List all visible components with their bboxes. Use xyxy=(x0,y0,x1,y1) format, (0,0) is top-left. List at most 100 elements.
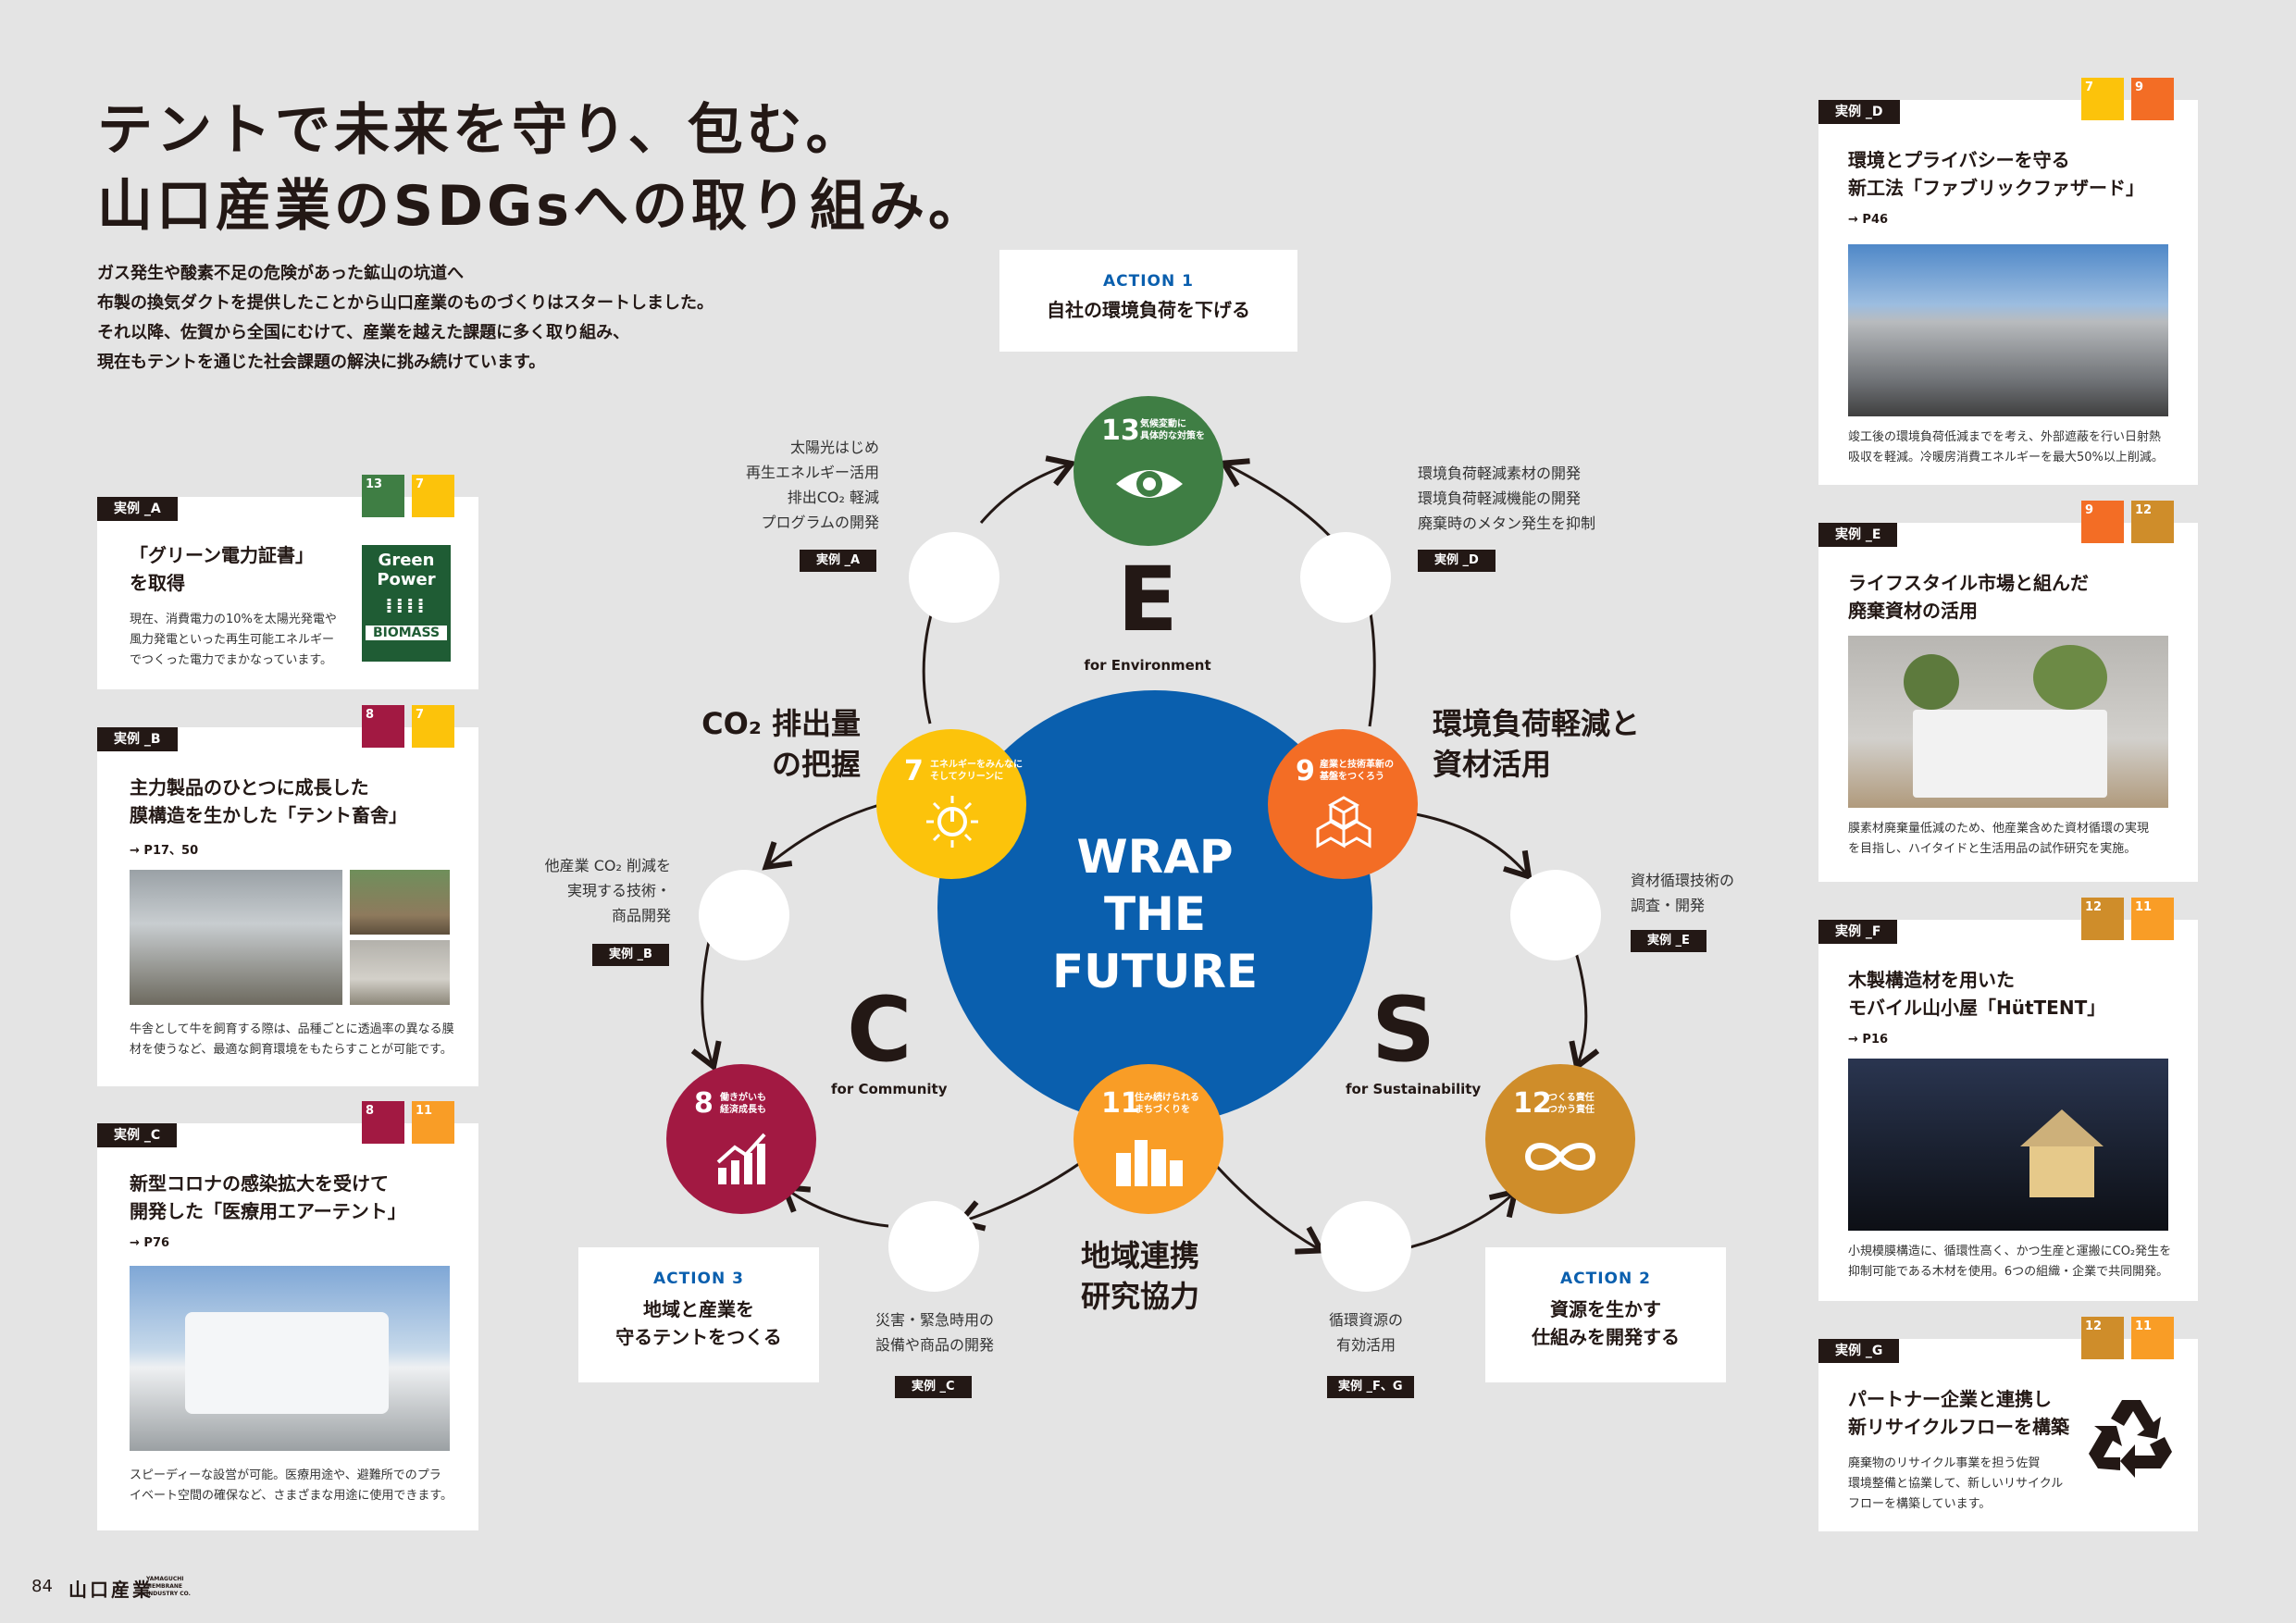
footer-company: 山口産業 xyxy=(68,1579,154,1601)
air-tent-photo xyxy=(130,1266,450,1451)
action-3-box: ACTION 3 地域と産業を 守るテントをつくる xyxy=(578,1247,819,1382)
recycled-bags-photo xyxy=(1848,636,2168,808)
case-tag: 実例 _D xyxy=(1818,100,1900,124)
case-page-ref: → P17、50 xyxy=(130,844,199,858)
case-title: パートナー企業と連携し新リサイクルフローを構築 xyxy=(1848,1388,2069,1438)
sdg-12-circle: 12 つくる責任つかう責任 xyxy=(1485,1064,1635,1214)
node-d xyxy=(1300,532,1391,623)
case-desc: スピーディーな設営が可能。医療用途や、避難所でのプライベート空間の確保など、さま… xyxy=(130,1468,453,1503)
node-e xyxy=(1510,870,1601,960)
label-a: 太陽光はじめ再生エネルギー活用排出CO₂ 軽減プログラムの開発 xyxy=(745,439,879,531)
barn-exterior-photo xyxy=(350,870,450,935)
growth-chart-icon xyxy=(716,1133,766,1184)
theme-environment: 環境負荷軽減と資材活用 xyxy=(1433,706,1641,782)
pill-case-b[interactable]: 実例 _B xyxy=(592,944,669,966)
node-fg xyxy=(1321,1201,1411,1292)
label-for-environment: for Environment xyxy=(1084,657,1211,674)
label-c: 災害・緊急時用の設備や商品の開発 xyxy=(875,1311,994,1354)
fabric-facade-photo xyxy=(1848,244,2168,416)
case-page-ref: → P76 xyxy=(130,1236,170,1250)
label-fg: 循環資源の有効活用 xyxy=(1328,1311,1403,1354)
label-b: 他産業 CO₂ 削減を実現する技術・商品開発 xyxy=(544,857,671,924)
sdg-8-circle: 8 働きがいも経済成長も xyxy=(666,1064,816,1214)
sdg-12-icon: 12 xyxy=(2131,501,2174,543)
sdg-7-icon: 7 xyxy=(412,475,454,517)
node-b xyxy=(699,870,789,960)
letter-c: C xyxy=(847,978,912,1082)
intro-text: ガス発生や酸素不足の危険があった鉱山の坑道へ 布製の換気ダクトを提供したことから… xyxy=(97,264,714,372)
recycle-icon xyxy=(2089,1400,2172,1478)
cubes-icon xyxy=(1316,796,1371,849)
pill-case-d[interactable]: 実例 _D xyxy=(1418,550,1496,572)
sdg-11-icon: 11 xyxy=(412,1101,454,1144)
case-page-ref: → P16 xyxy=(1848,1033,1889,1047)
case-card-e: 実例 _E 9 12 ライフスタイル市場と組んだ廃棄資材の活用 膜素材廃棄量低減… xyxy=(1818,501,2198,882)
case-title: 環境とプライバシーを守る新工法「ファブリックファザード」 xyxy=(1848,149,2144,199)
case-desc: 小規模膜構造に、循環性高く、かつ生産と運搬にCO₂発生を抑制可能である木材を使用… xyxy=(1848,1245,2172,1279)
case-title: 木製構造材を用いたモバイル山小屋「HütTENT」 xyxy=(1848,969,2106,1019)
case-desc: 膜素材廃棄量低減のため、他産業含めた資材循環の実現を目指し、ハイタイドと生活用品… xyxy=(1848,822,2150,856)
sdg-7-icon: 7 xyxy=(412,705,454,748)
pill-case-c[interactable]: 実例 _C xyxy=(895,1376,972,1398)
theme-co2: CO₂ 排出量の把握 xyxy=(701,706,861,782)
case-tag: 実例 _B xyxy=(97,727,178,751)
sdg-11-circle: 11 住み続けられるまちづくりを xyxy=(1074,1064,1223,1214)
sdg-8-icon: 8 xyxy=(362,1101,404,1144)
case-tag: 実例 _G xyxy=(1818,1339,1900,1363)
case-tag: 実例 _A xyxy=(97,497,178,521)
case-title: 「グリーン電力証書」を取得 xyxy=(130,544,314,594)
case-card-g: 実例 _G 12 11 パートナー企業と連携し新リサイクルフローを構築 廃棄物の… xyxy=(1818,1317,2198,1531)
sdg-12-icon: 12 xyxy=(2081,898,2124,940)
sdg-11-icon: 11 xyxy=(2131,898,2174,940)
sdg-8-icon: 8 xyxy=(362,705,404,748)
letter-e: E xyxy=(1117,548,1178,651)
pill-case-a[interactable]: 実例 _A xyxy=(800,550,877,572)
pill-case-fg[interactable]: 実例 _F、G xyxy=(1327,1376,1414,1398)
case-page-ref: → P46 xyxy=(1848,213,1889,227)
theme-local: 地域連携研究協力 xyxy=(1081,1238,1200,1314)
case-title: 新型コロナの感染拡大を受けて開発した「医療用エアーテント」 xyxy=(130,1172,406,1222)
sun-power-icon xyxy=(926,796,978,848)
case-card-b: 実例 _B 8 7 主力製品のひとつに成長した膜構造を生かした「テント畜舎」 →… xyxy=(97,705,478,1086)
node-c xyxy=(888,1201,979,1292)
label-e: 資材循環技術の調査・開発 xyxy=(1631,872,1735,914)
sdg-12-icon: 12 xyxy=(2081,1317,2124,1359)
case-desc: 現在、消費電力の10%を太陽光発電や風力発電といった再生可能エネルギーでつくった… xyxy=(130,613,337,667)
label-d: 環境負荷軽減素材の開発環境負荷軽減機能の開発廃棄時のメタン発生を抑制 xyxy=(1418,465,1596,532)
case-desc: 廃棄物のリサイクル事業を担う佐賀環境整備と協業して、新しいリサイクルフローを構築… xyxy=(1848,1456,2064,1511)
label-for-community: for Community xyxy=(831,1081,948,1097)
sdg-11-icon: 11 xyxy=(2131,1317,2174,1359)
case-tag: 実例 _C xyxy=(97,1123,178,1147)
case-card-a: 実例 _A 13 7 「グリーン電力証書」を取得 現在、消費電力の10%を太陽光… xyxy=(97,475,478,689)
node-a xyxy=(909,532,999,623)
action-1-box: ACTION 1 自社の環境負荷を下げる xyxy=(999,250,1297,352)
case-title: 主力製品のひとつに成長した膜構造を生かした「テント畜舎」 xyxy=(130,776,407,826)
letter-s: S xyxy=(1371,978,1436,1082)
city-icon xyxy=(1116,1140,1183,1186)
page-number: 84 xyxy=(31,1577,53,1596)
pill-case-e[interactable]: 実例 _E xyxy=(1631,930,1706,952)
case-card-c: 実例 _C 8 11 新型コロナの感染拡大を受けて開発した「医療用エアーテント」… xyxy=(97,1101,478,1530)
sdg-7-circle: 7 エネルギーをみんなにそしてクリーンに xyxy=(876,729,1026,879)
green-power-logo: Green Power ⁞⁞⁞⁞ BIOMASS xyxy=(362,545,451,662)
sdg-9-circle: 9 産業と技術革新の基盤をつくろう xyxy=(1268,729,1418,879)
sdg-13-icon: 13 xyxy=(362,475,404,517)
page-title: テントで未来を守り、包む。 山口産業のSDGsへの取り組み。 xyxy=(97,98,987,239)
case-card-f: 実例 _F 12 11 木製構造材を用いたモバイル山小屋「HütTENT」 → … xyxy=(1818,898,2198,1301)
case-title: ライフスタイル市場と組んだ廃棄資材の活用 xyxy=(1848,572,2089,622)
sdg-9-icon: 9 xyxy=(2131,78,2174,120)
barn-cattle-photo xyxy=(350,940,450,1005)
case-desc: 竣工後の環境負荷低減までを考え、外部遮蔽を行い日射熱吸収を軽減。冷暖房消費エネル… xyxy=(1848,430,2164,465)
action-2-box: ACTION 2 資源を生かす 仕組みを開発する xyxy=(1485,1247,1726,1382)
case-desc: 牛舎として牛を飼育する際は、品種ごとに透過率の異なる膜材を使うなど、最適な飼育環… xyxy=(130,1022,454,1057)
sdg-9-icon: 9 xyxy=(2081,501,2124,543)
sdg-7-icon: 7 xyxy=(2081,78,2124,120)
barn-interior-photo xyxy=(130,870,342,1005)
label-for-sustainability: for Sustainability xyxy=(1346,1081,1482,1097)
case-tag: 実例 _F xyxy=(1818,920,1898,944)
case-card-d: 実例 _D 7 9 環境とプライバシーを守る新工法「ファブリックファザード」 →… xyxy=(1818,78,2198,485)
infinity-icon xyxy=(1524,1143,1596,1171)
sdg-13-circle: 13 気候変動に具体的な対策を xyxy=(1074,396,1223,546)
